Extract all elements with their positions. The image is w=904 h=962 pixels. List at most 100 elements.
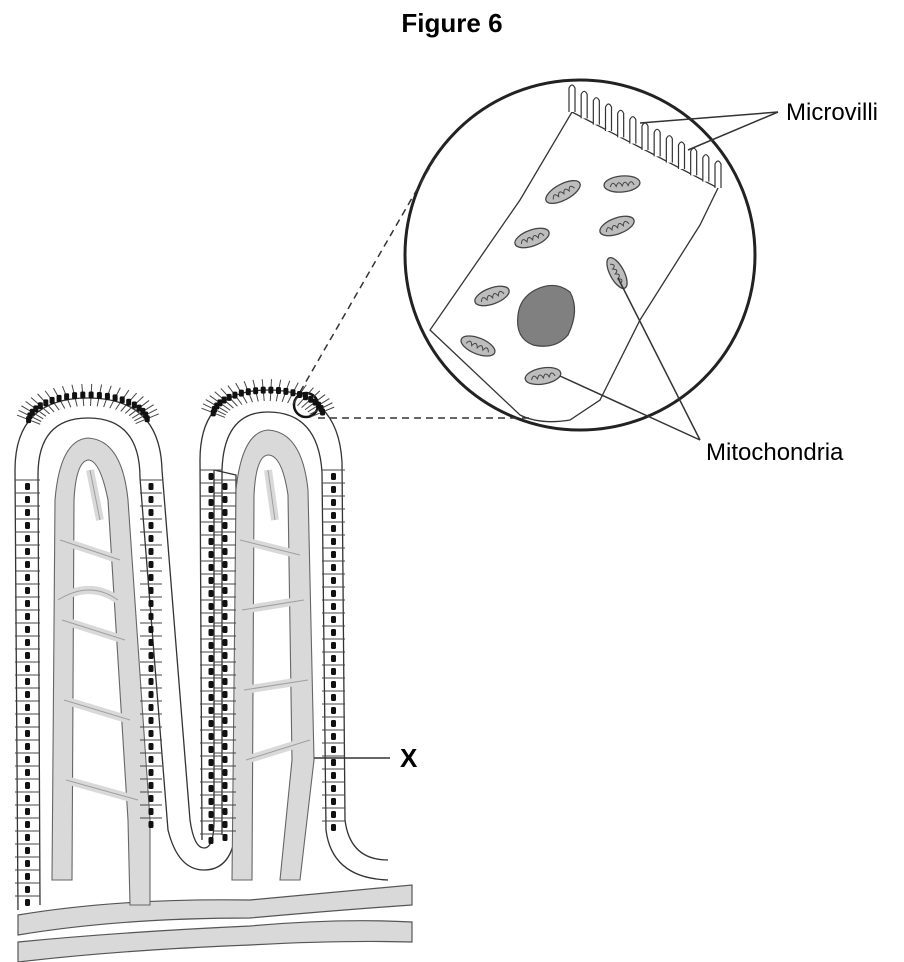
cell-nucleus [222,396,227,403]
cell-nucleus [331,733,336,740]
cell-nucleus [25,743,30,750]
cell-nucleus [209,499,214,506]
cell-nucleus [149,496,154,503]
cell-nucleus [149,652,154,659]
cell-nucleus [209,720,214,727]
base-blood-vessels [18,885,412,962]
cell-nucleus [25,652,30,659]
cell-nucleus [331,629,336,636]
cell-nucleus [209,473,214,480]
cell-nucleus [223,535,228,542]
cell-nucleus [149,613,154,620]
cell-nucleus [223,678,228,685]
cell-nucleus [149,743,154,750]
cell-nucleus [223,574,228,581]
cell-nucleus [209,681,214,688]
cell-nucleus [223,821,228,828]
cell-nucleus [149,522,154,529]
cell-nucleus [149,717,154,724]
cell-nucleus [72,392,77,399]
cell-nucleus [331,551,336,558]
cell-nucleus [149,704,154,711]
microvillus [606,104,612,131]
cell-nucleus [223,756,228,763]
cell-nucleus [331,512,336,519]
cell-nucleus [149,561,154,568]
cell-nucleus [209,746,214,753]
microvillus [581,91,587,118]
cell-nucleus [223,665,228,672]
cell-nucleus [331,655,336,662]
cell-nucleus [113,394,118,401]
cell-nucleus [209,590,214,597]
cell-nucleus [149,535,154,542]
villus-left [15,398,236,910]
cell-nucleus [25,717,30,724]
cell-nucleus [331,564,336,571]
cell-nucleus [331,746,336,753]
cell-nucleus [25,808,30,815]
cell-nucleus [149,483,154,490]
cell-nucleus [246,388,251,395]
villi [15,379,412,962]
microvillus [679,142,685,169]
cell-nucleus [25,535,30,542]
cell-nucleus [223,834,228,841]
cell-nucleus [209,798,214,805]
cell-nucleus [331,642,336,649]
cell-nucleus [239,390,244,397]
cell-nucleus [223,561,228,568]
cell-nucleus [149,808,154,815]
microvillus [691,148,697,175]
cell-nucleus [223,613,228,620]
cell-nucleus [209,837,214,844]
cell-nucleus [209,811,214,818]
cell-nucleus [223,795,228,802]
cell-nucleus [149,756,154,763]
cell-nucleus [261,387,266,394]
cell-nucleus [227,394,232,401]
cell-nucleus [89,391,94,398]
cell-nucleus [50,397,55,404]
cell-nucleus [43,399,48,406]
cell-nucleus [223,639,228,646]
cell-nucleus [25,626,30,633]
microvillus [715,161,721,188]
cell-nucleus [223,730,228,737]
cell-nucleus [149,509,154,516]
cell-nucleus [209,577,214,584]
cell-nucleus [25,509,30,516]
cell-nucleus [120,396,125,403]
cell-nucleus [223,743,228,750]
cell-nucleus [145,415,150,422]
cell-nucleus [25,548,30,555]
cell-nucleus [25,600,30,607]
cell-nucleus [57,395,62,402]
cell-nucleus [25,483,30,490]
cell-nucleus [25,496,30,503]
cell-nucleus [132,401,137,408]
cell-nucleus [209,564,214,571]
cell-nucleus [331,668,336,675]
cell-nucleus [25,613,30,620]
cell-nucleus [25,730,30,737]
cell-nucleus [331,538,336,545]
microvillus [569,85,575,112]
cell-nucleus [331,811,336,818]
cell-nucleus [223,496,228,503]
cell-nucleus [303,393,308,400]
cell-nucleus [331,616,336,623]
cell-nucleus [149,795,154,802]
cell-nucleus [149,626,154,633]
cell-nucleus [149,600,154,607]
cell-nucleus [149,769,154,776]
cell-nucleus [25,899,30,906]
cell-nucleus [149,678,154,685]
cell-nucleus [64,393,69,400]
cell-nucleus [223,691,228,698]
cell-nucleus [331,525,336,532]
microvillus [630,117,636,144]
cell-nucleus [97,392,102,399]
cell-nucleus [209,772,214,779]
